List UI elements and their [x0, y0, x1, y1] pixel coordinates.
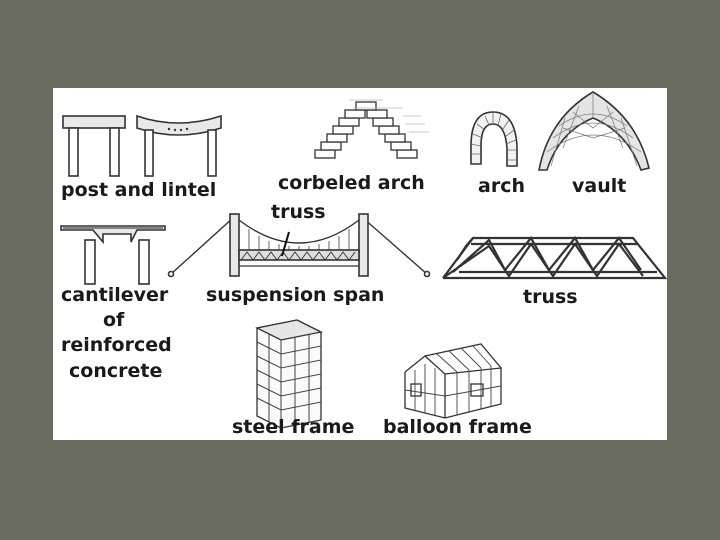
truss-pointer-label: truss	[271, 201, 326, 223]
structures-illustration	[60, 91, 667, 429]
corbeled-arch-label: corbeled arch	[278, 172, 425, 194]
balloon-frame-label: balloon frame	[383, 416, 532, 438]
suspension-span-label: suspension span	[206, 284, 385, 306]
cantilever-label-line3: reinforced	[61, 334, 172, 356]
vault-drawing	[538, 91, 650, 171]
cantilever-drawing	[60, 225, 166, 285]
suspension-span-drawing	[167, 213, 431, 278]
corbeled-arch-drawing	[314, 99, 429, 159]
structures-diagram: post and lintel corbeled arch arch vault…	[53, 88, 667, 440]
cantilever-label-line4: concrete	[69, 360, 163, 382]
cantilever-label-line2: of	[103, 309, 125, 331]
arch-drawing	[470, 111, 518, 167]
steel-frame-drawing	[255, 319, 323, 429]
steel-frame-label: steel frame	[232, 416, 355, 438]
vault-label: vault	[572, 175, 627, 197]
post-and-lintel-bending-drawing	[136, 114, 222, 177]
cantilever-label-line1: cantilever	[61, 284, 169, 306]
post-and-lintel-label: post and lintel	[61, 179, 217, 201]
truss-label: truss	[523, 286, 578, 308]
arch-label: arch	[478, 175, 525, 197]
post-and-lintel-flat-drawing	[62, 115, 126, 177]
truss-drawing	[442, 236, 667, 280]
balloon-frame-drawing	[404, 343, 503, 419]
